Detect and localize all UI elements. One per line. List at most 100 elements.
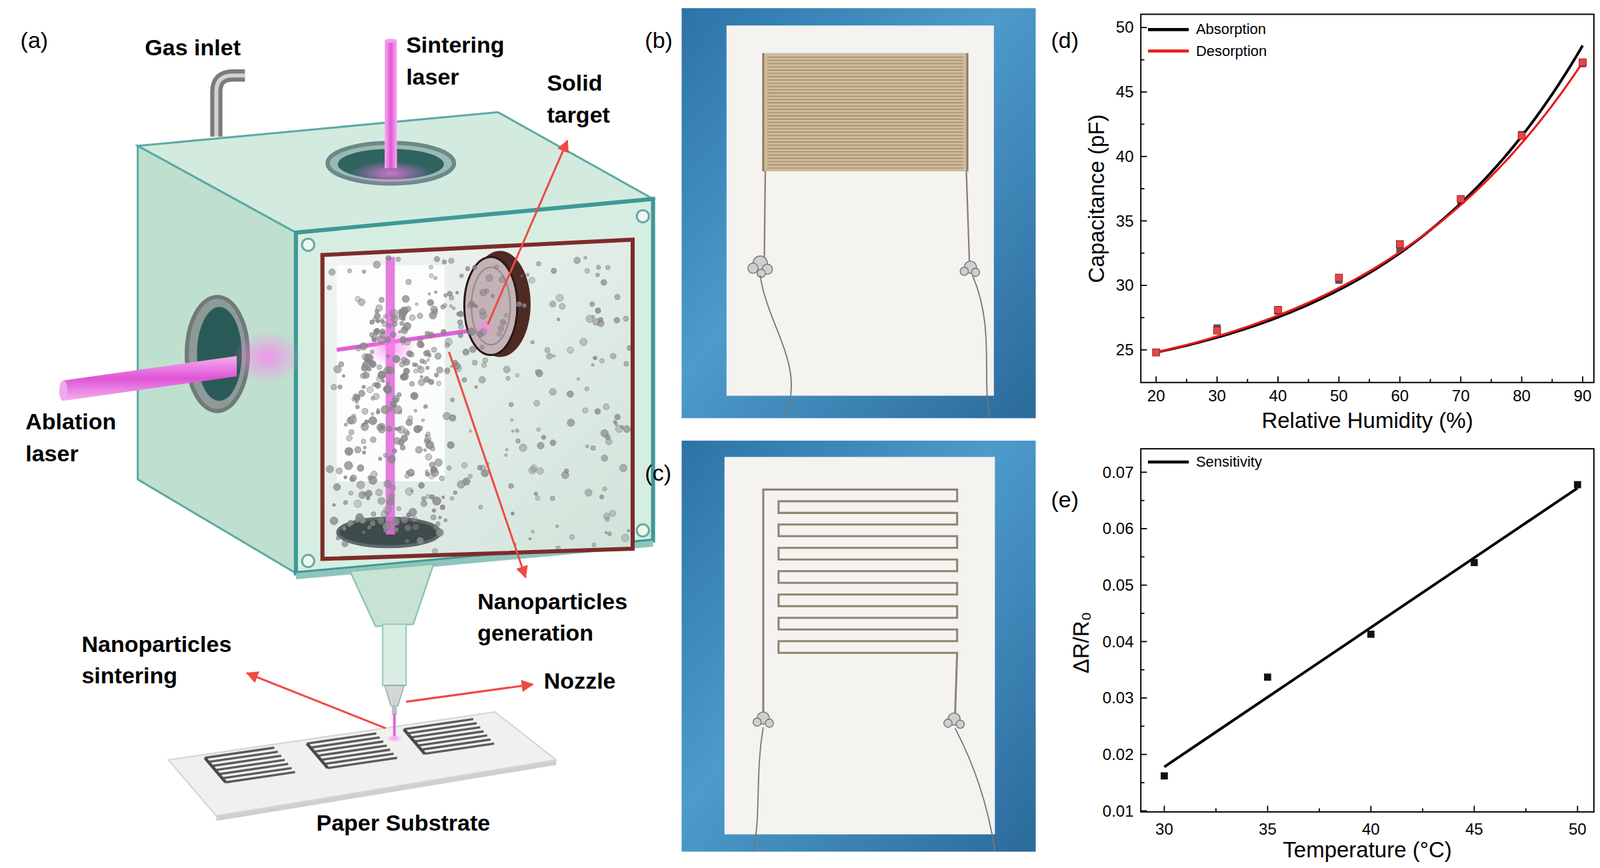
nanoparticles: [346, 435, 352, 442]
solid-target: [473, 318, 494, 339]
nanoparticles: [410, 489, 414, 492]
nanoparticles: [546, 353, 553, 360]
nanoparticles: [426, 432, 431, 437]
nanoparticles: [344, 475, 348, 479]
sensor-photo: [767, 82, 964, 84]
nanoparticles: [386, 354, 390, 358]
leader-arrow: [448, 352, 526, 578]
sensor-photo: [767, 158, 964, 159]
panel-label: (a): [20, 26, 49, 54]
nanoparticles: [465, 266, 470, 272]
nanoparticles: [576, 378, 580, 381]
nanoparticles: [457, 320, 463, 326]
nanoparticles: [361, 438, 366, 444]
nanoparticles: [388, 455, 396, 464]
nanoparticles: [445, 367, 450, 372]
nanoparticles: [590, 302, 595, 307]
temperature-chart: [1140, 640, 1147, 642]
nanoparticles: [472, 265, 478, 270]
nanoparticles: [350, 476, 355, 482]
screw: [302, 238, 314, 251]
nozzle: [350, 564, 434, 626]
nanoparticles: [372, 337, 377, 342]
temperature-chart: [1576, 806, 1578, 812]
nanoparticles: [462, 377, 467, 382]
nanoparticles: [401, 356, 408, 363]
tick-label: 30: [1155, 820, 1174, 840]
nanoparticles: [384, 480, 392, 488]
nanoparticles: [391, 402, 396, 407]
nanoparticles: [415, 446, 422, 454]
humidity-chart: [1396, 240, 1404, 248]
sensor-photo: [724, 456, 996, 834]
temperature-chart: [1422, 808, 1424, 812]
sensor-photo: [753, 712, 965, 728]
nanoparticles: [474, 385, 478, 388]
nanoparticles: [504, 313, 508, 318]
nanoparticles: [602, 486, 607, 491]
sensor-photo: [767, 79, 964, 80]
nanoparticles: [604, 531, 608, 534]
nanoparticles: [370, 436, 376, 443]
nanoparticles: [530, 340, 534, 344]
nanoparticles: [327, 285, 332, 290]
tick-label: 80: [1512, 386, 1531, 406]
sensor-photo: [765, 719, 774, 728]
nanoparticles: [371, 511, 376, 516]
humidity-chart: [1156, 62, 1583, 353]
nanoparticles: [336, 468, 342, 474]
nanoparticles: [444, 518, 448, 522]
nanoparticles: [360, 423, 369, 432]
printed-electrode: [306, 743, 328, 768]
sensor-photo: [760, 275, 792, 418]
humidity-chart: [1140, 14, 1594, 382]
nanoparticles: [390, 309, 398, 318]
nanoparticles: [376, 364, 382, 370]
nanoparticles: [382, 522, 391, 530]
nanoparticles: [486, 274, 493, 282]
nanoparticles: [520, 274, 524, 278]
nanoparticles: [342, 540, 348, 547]
nanoparticles: [399, 321, 404, 326]
side-port: [232, 330, 302, 384]
tick-label: 0.05: [1102, 576, 1134, 596]
sensor-photo: [767, 105, 964, 106]
nanoparticles: [564, 468, 569, 473]
nanoparticles: [401, 372, 409, 380]
nanoparticles: [506, 376, 510, 380]
humidity-chart: [1140, 59, 1144, 61]
nanoparticles: [412, 524, 419, 530]
nanoparticles: [477, 330, 483, 336]
humidity-chart: [1140, 252, 1144, 254]
nanoparticles: [403, 322, 411, 330]
nanoparticles: [400, 445, 406, 451]
nanoparticles: [468, 301, 473, 306]
sensor-photo: [748, 256, 980, 278]
sensor-photo: [681, 440, 1036, 852]
temperature-chart: [1140, 612, 1144, 614]
nanoparticles: [541, 435, 546, 440]
nanoparticles: [481, 362, 486, 368]
nanoparticles: [477, 465, 482, 470]
sensor-photo: [767, 108, 964, 110]
humidity-chart: [1186, 378, 1188, 382]
nanoparticles: [595, 308, 601, 314]
nanoparticles: [373, 393, 380, 400]
tick-label: 35: [1258, 820, 1277, 840]
humidity-chart: [1213, 326, 1221, 334]
nanoparticles: [400, 516, 408, 524]
nanoparticles: [510, 512, 514, 516]
tick-label: 50: [1330, 386, 1348, 406]
humidity-chart: [1140, 220, 1147, 222]
screw: [302, 554, 314, 567]
nanoparticles: [551, 268, 557, 274]
nanoparticles: [394, 427, 398, 431]
sensor-photo: [955, 728, 996, 852]
humidity-chart: [1140, 284, 1147, 286]
temperature-chart: [1140, 448, 1594, 812]
nanoparticles: [528, 277, 535, 284]
nanoparticles: [480, 345, 484, 350]
nanoparticles: [599, 494, 604, 499]
temperature-chart: [1470, 558, 1478, 566]
nanoparticles: [380, 332, 386, 338]
